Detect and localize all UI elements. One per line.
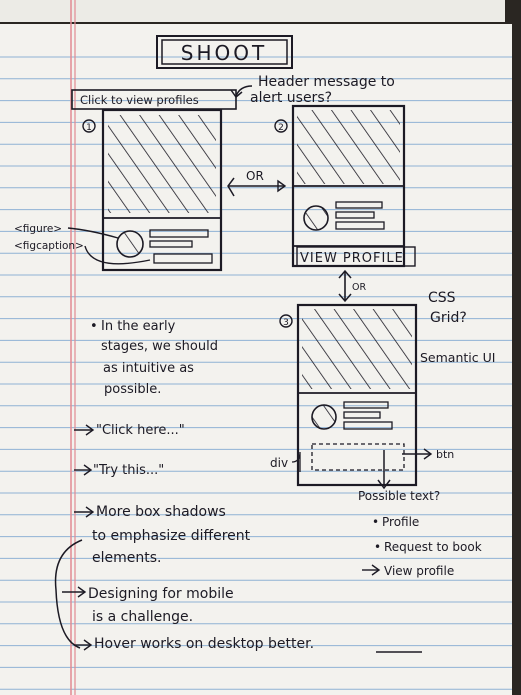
note-click-here: "Click here..." — [96, 423, 185, 438]
note-early-stages-line-4: possible. — [104, 382, 161, 397]
or-label-1: OR — [246, 169, 264, 183]
figure-pointer-arrow — [67, 227, 119, 239]
wireframe-1: 1 — [82, 108, 223, 272]
note-early-stages-line-1: In the early — [101, 319, 176, 334]
wireframe-1-number-circle — [82, 119, 96, 133]
figure-tag-label: <figure> — [14, 223, 62, 235]
note-try-this: "Try this..." — [93, 463, 164, 478]
title-text: SHOOT — [181, 41, 267, 65]
figcaption-pointer-arrow — [84, 245, 151, 265]
figcaption-tag-label: <figcaption> — [14, 240, 84, 252]
wireframe-3-number-circle — [279, 314, 293, 328]
wireframe-1-number: 1 — [86, 123, 92, 133]
header-note-line-2: alert users? — [250, 90, 332, 106]
wireframe-3-avatar — [311, 404, 337, 430]
note-early-stages-line-2: stages, we should — [101, 339, 218, 354]
banner-text: Click to view profiles — [80, 93, 199, 107]
paper-sheet — [0, 24, 512, 695]
svg-text:•: • — [372, 515, 379, 529]
wireframe-2: 2 VIEW PROFILE — [274, 104, 416, 268]
wireframe-3-div-region — [311, 443, 405, 471]
header-note-line-1: Header message to — [258, 74, 395, 90]
wireframe-3-frame — [296, 303, 418, 487]
css-grid-note-line-2: Grid? — [430, 310, 467, 326]
wireframe-2-avatar — [303, 205, 329, 231]
btn-label: btn — [436, 448, 454, 461]
wireframe-3: 3 — [279, 303, 418, 490]
possible-text-heading: Possible text? — [358, 489, 440, 503]
or-connector-1: OR — [227, 169, 287, 197]
wireframe-1-image-area — [108, 115, 216, 213]
view-profile-button-sketch — [296, 246, 416, 267]
previous-page-edge — [0, 0, 505, 22]
note-early-stages-line-3: as intuitive as — [103, 361, 194, 376]
wireframe-2-number: 2 — [278, 123, 284, 133]
css-grid-note-line-1: CSS — [428, 290, 456, 306]
svg-text:•: • — [90, 319, 98, 334]
or-label-2: OR — [352, 282, 366, 293]
possible-text-item-request: Request to book — [384, 540, 482, 554]
note-box-shadows-line-1: More box shadows — [96, 504, 226, 520]
note-box-shadows-line-2: to emphasize different — [92, 528, 251, 544]
wireframe-1-avatar — [116, 230, 144, 258]
title-box: SHOOT — [156, 35, 293, 69]
wireframe-2-number-circle — [274, 119, 288, 133]
possible-text-item-profile: Profile — [382, 515, 419, 529]
possible-text-item-view-profile: View profile — [384, 564, 454, 578]
wireframe-2-image-area — [297, 110, 400, 184]
div-label: div — [270, 456, 288, 470]
wireframe-1-frame — [101, 108, 223, 272]
note-mobile-line-1: Designing for mobile — [88, 586, 234, 602]
wireframe-3-image-area — [302, 309, 412, 389]
note-hover: Hover works on desktop better. — [94, 636, 314, 652]
svg-text:•: • — [374, 540, 381, 554]
header-note: Header message to alert users? — [230, 74, 395, 106]
notes-bracket — [54, 539, 83, 649]
note-mobile-line-2: is a challenge. — [92, 609, 193, 625]
or-connector-2: OR — [338, 269, 366, 303]
note-box-shadows-line-3: elements. — [92, 550, 161, 566]
view-profile-label: VIEW PROFILE — [300, 251, 404, 266]
ruled-lines — [0, 56, 512, 690]
wireframe-3-number: 3 — [283, 318, 289, 328]
semantic-ui-note: Semantic UI — [420, 350, 495, 365]
